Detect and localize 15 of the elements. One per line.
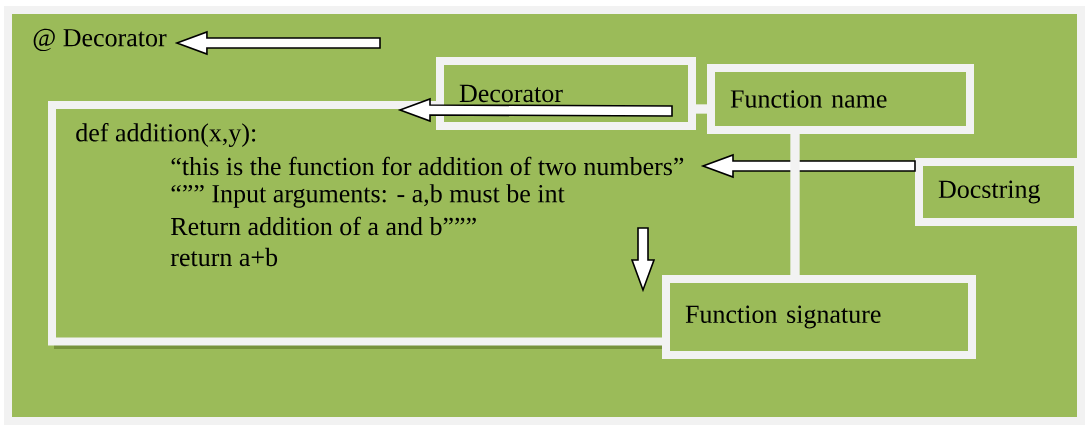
bare-label: @ Decorator xyxy=(33,28,167,52)
label-box: Function signature xyxy=(662,275,976,359)
label-box: Docstring xyxy=(915,158,1082,226)
code-line: “this is the function for addition of two numbers” xyxy=(171,156,684,176)
block-arrow xyxy=(700,153,916,179)
block-arrow xyxy=(397,97,673,123)
code-line: “”” Input arguments: - a,b must be int xyxy=(171,184,565,208)
code-line: Return addition of a and b””” xyxy=(171,216,476,236)
block-arrow xyxy=(630,227,656,293)
code-line: return a+b xyxy=(170,247,278,267)
connector-line xyxy=(696,104,707,114)
label-box: Function name xyxy=(707,64,974,134)
code-line: def addition(x,y): xyxy=(76,123,256,147)
block-arrow xyxy=(174,30,381,56)
connector-line xyxy=(790,134,800,275)
